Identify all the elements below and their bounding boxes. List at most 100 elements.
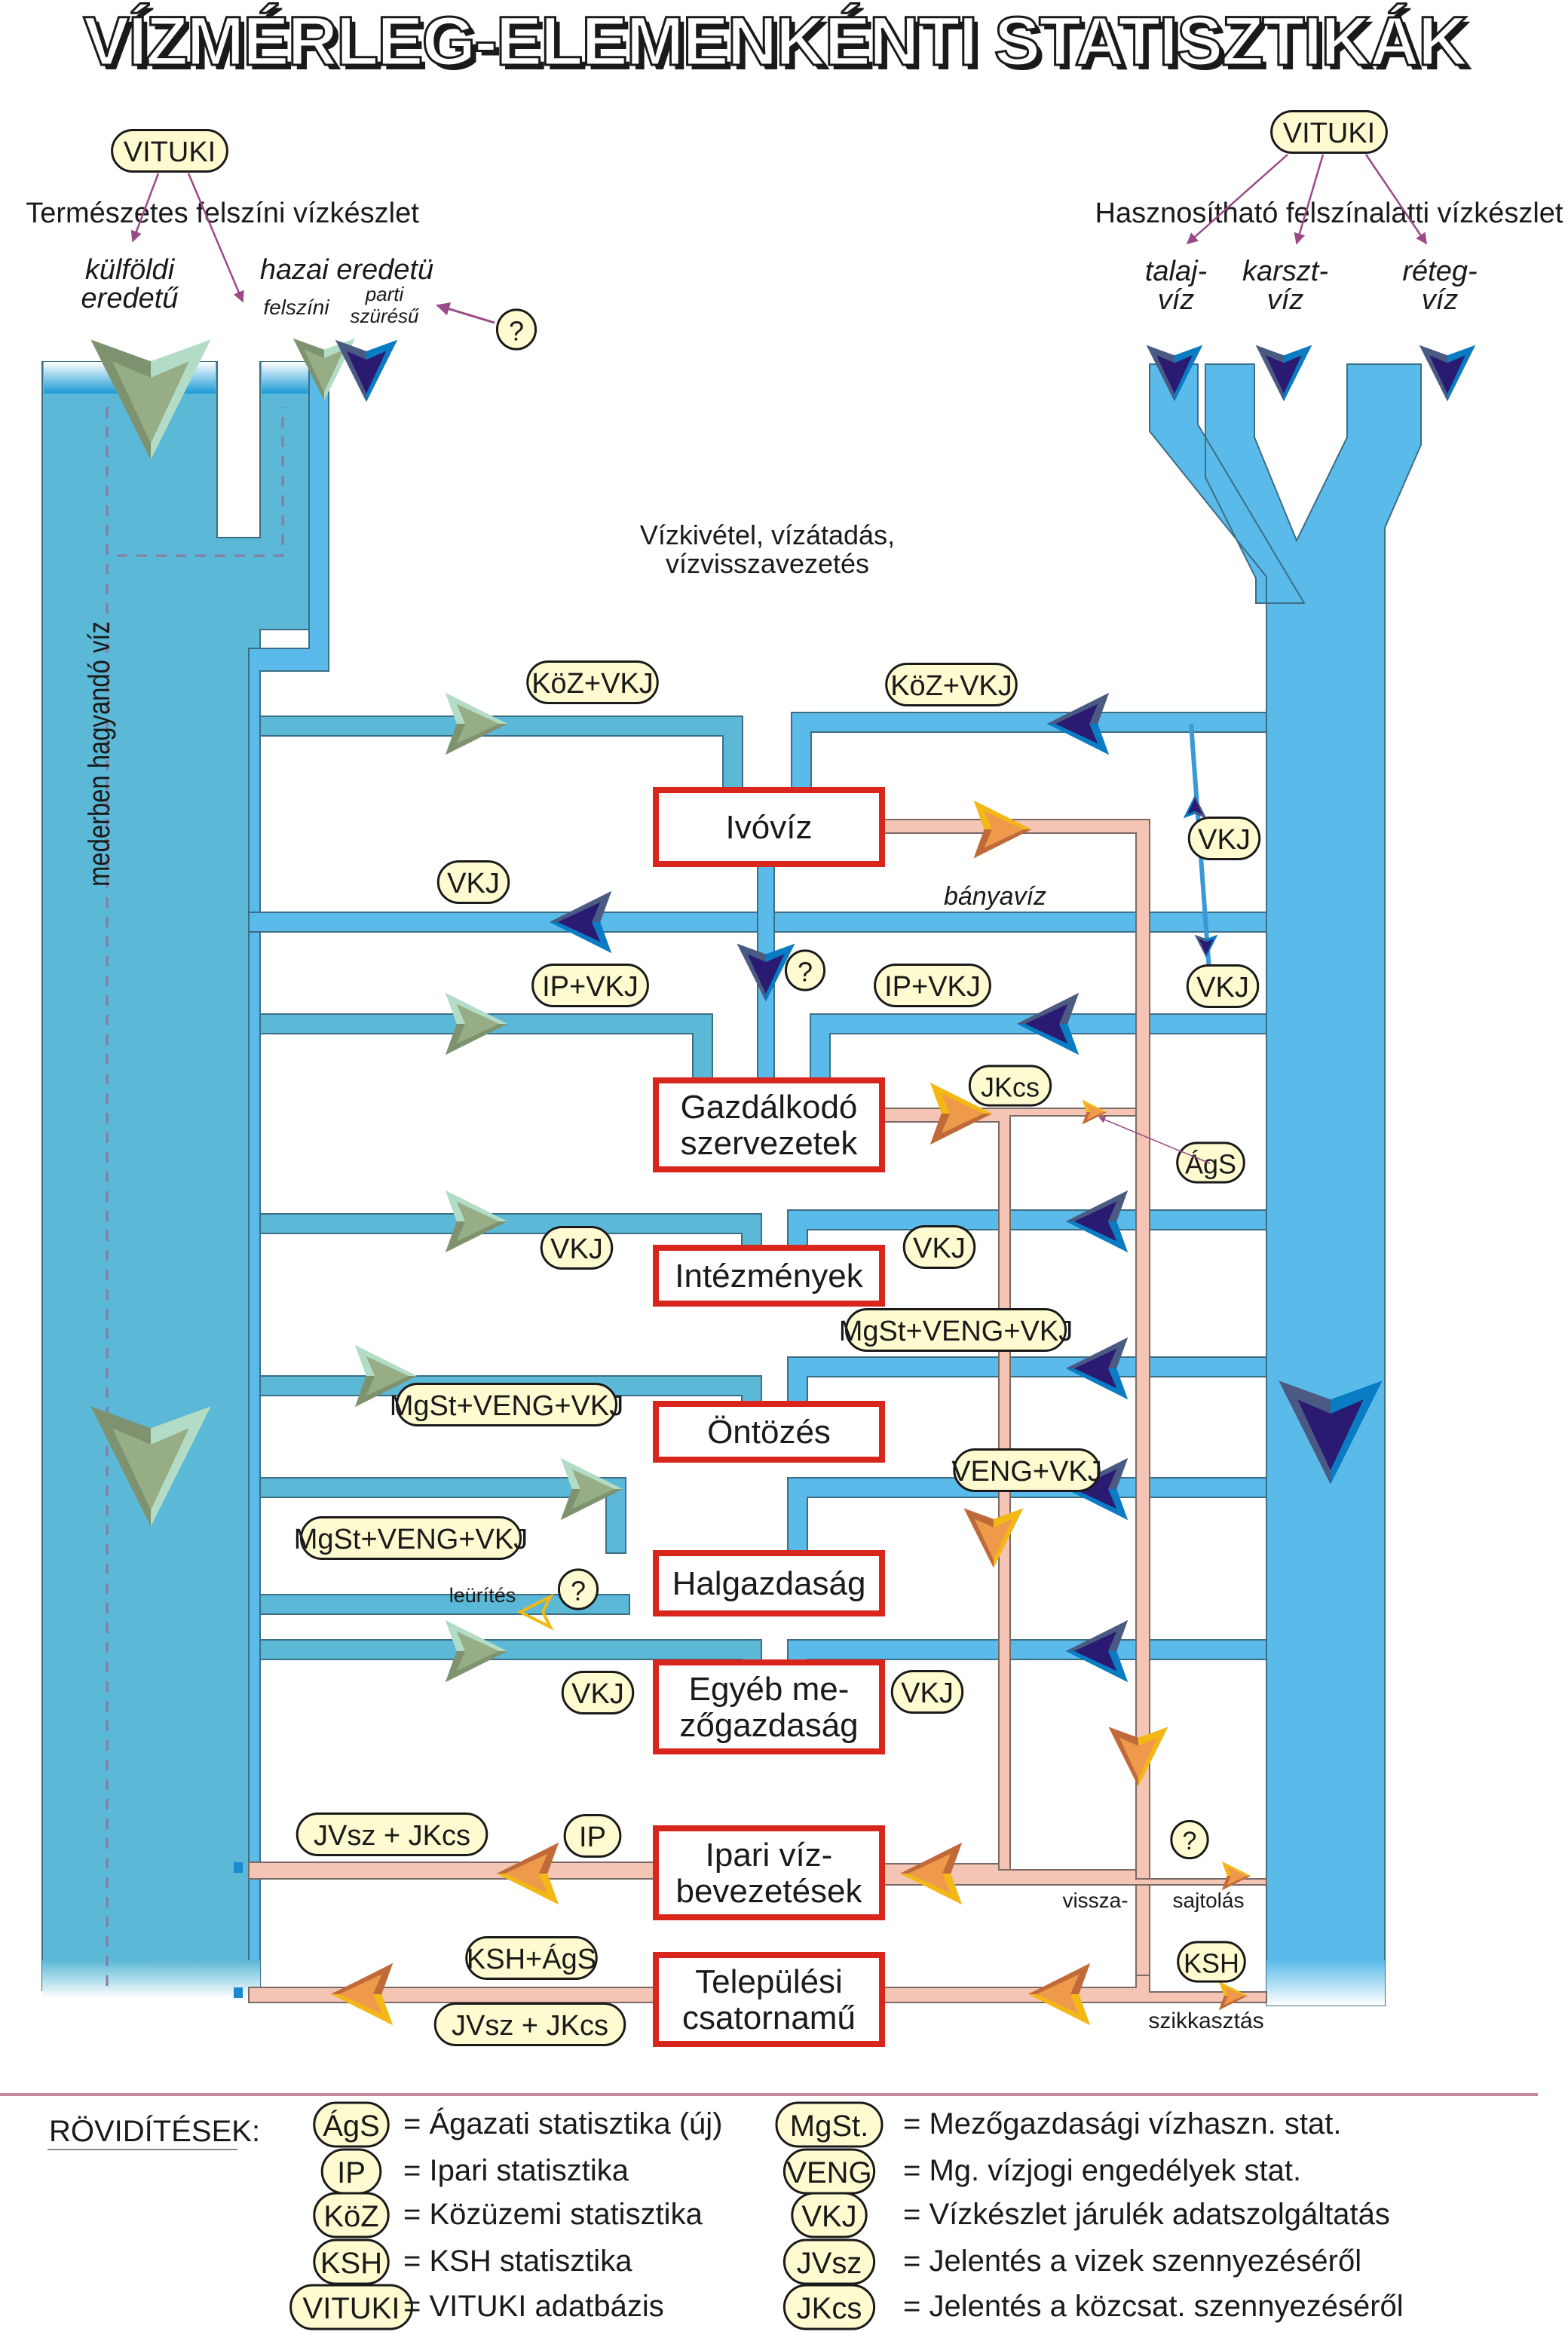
left-source-labels: Természetes felszíni vízkészlet külföldi… <box>26 173 495 327</box>
badge-label: VITUKI <box>1283 118 1375 149</box>
badge-label: ? <box>1183 1827 1197 1855</box>
data-source-badge[interactable]: VKJ <box>1187 816 1261 861</box>
badge-label: VKJ <box>801 2200 856 2233</box>
badge-label: ? <box>798 957 813 988</box>
node-label: Halgazdaság <box>672 1565 866 1602</box>
data-source-badge[interactable]: VKJ <box>902 1224 976 1270</box>
intake-pipe-left <box>259 715 743 796</box>
data-source-badge[interactable]: ? <box>1170 1819 1209 1860</box>
legend-description: = Mg. vízjogi engedélyek stat. <box>903 2154 1301 2187</box>
data-source-badge[interactable]: KSH <box>313 2238 390 2285</box>
legend-description: = Ipari statisztika <box>403 2154 629 2187</box>
data-source-badge[interactable]: ÁgS <box>1176 1141 1245 1184</box>
groundwater-channel <box>1149 363 1422 2006</box>
water-use-node[interactable]: Halgazdaság <box>653 1550 885 1616</box>
data-source-badge[interactable]: ? <box>557 1568 599 1610</box>
data-source-badge[interactable]: IP+VKJ <box>874 963 991 1008</box>
badge-label: IP <box>337 2156 366 2189</box>
data-source-badge[interactable]: MgSt+VENG+VKJ <box>390 1382 623 1427</box>
data-source-badge[interactable]: MgSt+VENG+VKJ <box>839 1307 1073 1353</box>
data-source-badge[interactable]: JKcs <box>968 1065 1052 1107</box>
data-source-badge[interactable]: VKJ <box>561 1670 635 1715</box>
badge-label: IP <box>579 1822 606 1853</box>
data-source-badge[interactable]: KöZ <box>313 2192 390 2238</box>
groundwater-type-3a: réteg- <box>1402 256 1477 287</box>
surface-water-channel <box>41 361 329 1998</box>
infiltration-label: szikkasztás <box>1148 2009 1263 2033</box>
data-source-badge[interactable]: VENG <box>782 2148 876 2195</box>
node-label: Intézmények <box>675 1258 863 1295</box>
data-source-badge[interactable]: VKJ <box>540 1225 614 1270</box>
drainage-label: leürítés <box>449 1584 516 1607</box>
pipe-network <box>248 712 1267 1667</box>
data-source-badge[interactable]: VENG+VKJ <box>951 1448 1102 1493</box>
svg-text:vízvisszavezetés: vízvisszavezetés <box>666 548 869 579</box>
data-source-badge[interactable]: VKJ <box>436 860 510 905</box>
data-source-badge[interactable]: KSH <box>1177 1941 1246 1983</box>
data-source-badge[interactable]: KöZ+VKJ <box>885 662 1018 707</box>
badge-label: VITUKI <box>303 2292 400 2325</box>
page-title: VÍZMÉRLEG-ELEMENKÉNTI STATISZTIKÁK VÍZMÉ… <box>82 2 1474 85</box>
data-source-badge[interactable]: VITUKI <box>1270 109 1388 155</box>
data-source-badge[interactable]: ? <box>495 308 537 351</box>
badge-label: VKJ <box>1198 824 1251 856</box>
legend-description: = Közüzemi statisztika <box>403 2198 703 2231</box>
data-source-badge[interactable]: VITUKI <box>289 2284 413 2330</box>
data-source-badge[interactable]: VKJ <box>890 1669 964 1714</box>
badge-label: MgSt. <box>790 2110 868 2143</box>
node-label: Egyéb me- <box>689 1671 850 1708</box>
data-source-badge[interactable]: JVsz <box>782 2238 876 2285</box>
badge-label: VKJ <box>901 1678 954 1709</box>
bank-filtered-label-2: szürésű <box>350 305 420 327</box>
water-use-node[interactable]: Ipari víz-bevezetések <box>653 1825 885 1920</box>
badge-label: JVsz + JKcs <box>452 2010 608 2042</box>
data-source-badge[interactable]: JVsz + JKcs <box>296 1812 488 1857</box>
data-source-badge[interactable]: JVsz + JKcs <box>433 2002 626 2047</box>
node-label: Öntözés <box>707 1414 831 1451</box>
foreign-origin-label-1: külföldi <box>85 254 176 286</box>
svg-text:VÍZMÉRLEG-ELEMENKÉNTI STATISZT: VÍZMÉRLEG-ELEMENKÉNTI STATISZTIKÁK <box>88 7 1473 84</box>
groundwater-type-1b: víz <box>1158 284 1195 316</box>
reinjection-label-1: vissza- <box>1062 1889 1128 1912</box>
data-source-badge[interactable]: VKJ <box>1186 964 1260 1009</box>
water-use-node[interactable]: Ivóvíz <box>653 787 885 867</box>
badge-label: MgSt+VENG+VKJ <box>839 1316 1073 1347</box>
data-source-badge[interactable]: IP+VKJ <box>531 963 649 1008</box>
badge-label: VENG <box>786 2156 871 2189</box>
natural-surface-water-heading: Természetes felszíni vízkészlet <box>26 198 419 229</box>
water-use-node[interactable]: Egyéb me-zőgazdaság <box>653 1659 885 1754</box>
legend-description: = Jelentés a vizek szennyezéséről <box>903 2245 1361 2278</box>
right-source-labels: Hasznosítható felszínalatti vízkészlet t… <box>1095 154 1563 316</box>
badge-label: VKJ <box>1196 972 1249 1004</box>
data-source-badge[interactable]: VKJ <box>791 2192 868 2238</box>
badge-label: KöZ+VKJ <box>890 670 1012 702</box>
badge-label: ÁgS <box>1185 1149 1236 1180</box>
svg-text:Vízkivétel, vízátadás,: Vízkivétel, vízátadás, <box>640 519 895 550</box>
water-use-node[interactable]: Intézmények <box>653 1245 885 1307</box>
bank-filtered-arrow <box>335 339 398 403</box>
water-use-node[interactable]: Öntözés <box>653 1401 885 1463</box>
legend-description: = Jelentés a közcsat. szennyezéséről <box>903 2290 1404 2323</box>
data-source-badge[interactable]: MgSt+VENG+VKJ <box>294 1515 528 1561</box>
badge-label: KSH <box>320 2247 382 2280</box>
legend-description: = Mezőgazdasági vízhaszn. stat. <box>903 2107 1341 2140</box>
surface-label: felszíni <box>263 296 329 319</box>
node-label: zőgazdaság <box>679 1707 858 1744</box>
data-source-badge[interactable]: ? <box>784 949 826 991</box>
data-source-badge[interactable]: KöZ+VKJ <box>526 660 659 705</box>
data-source-badge[interactable]: JKcs <box>782 2284 876 2330</box>
badge-label: VKJ <box>571 1678 624 1710</box>
data-source-badge[interactable]: IP <box>563 1813 622 1858</box>
data-source-badge[interactable]: IP <box>320 2148 382 2195</box>
data-source-badge[interactable]: ÁgS <box>313 2101 390 2148</box>
data-source-badge[interactable]: MgSt. <box>775 2101 884 2148</box>
data-source-badge[interactable]: KSH+ÁgS <box>465 1935 598 1981</box>
center-heading: Vízkivétel, vízátadás, vízvisszavezetés <box>640 519 895 579</box>
badge-label: VENG+VKJ <box>951 1456 1102 1488</box>
svg-text:VÍZMÉRLEG-ELEMENKÉNTI STATISZT: VÍZMÉRLEG-ELEMENKÉNTI STATISZTIKÁK <box>84 2 1468 80</box>
data-source-badge[interactable]: VITUKI <box>111 128 228 173</box>
reinjection-label-2: sajtolás <box>1173 1889 1245 1912</box>
